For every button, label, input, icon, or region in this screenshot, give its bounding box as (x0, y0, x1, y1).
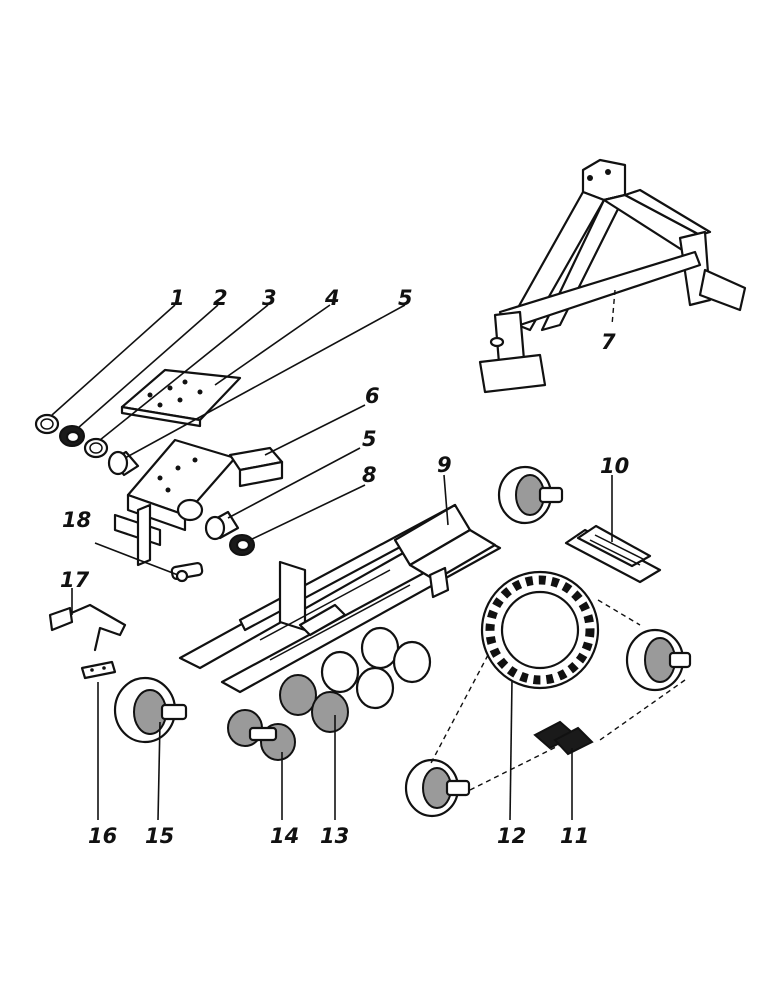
callout-6: 6 (365, 384, 380, 408)
assembly-line (597, 599, 641, 626)
callout-9: 9 (437, 453, 452, 477)
assembly-line (599, 679, 686, 741)
callout-labels: 1 2 3 4 5 6 7 5 8 9 10 18 17 16 15 14 13… (60, 286, 629, 848)
callout-12: 12 (497, 824, 526, 848)
callout-18: 18 (62, 508, 91, 532)
a-frame-hitch (478, 158, 747, 394)
ring-8 (229, 534, 255, 556)
pivot-bracket (113, 438, 284, 567)
callout-7: 7 (601, 330, 616, 354)
leader-lines (51, 304, 613, 821)
callout-16: 16 (88, 824, 117, 848)
idler-upper (497, 465, 564, 525)
track-roller-large (113, 676, 188, 744)
callout-5-lower: 5 (362, 427, 377, 451)
callout-13: 13 (320, 824, 349, 848)
track-roller-14 (227, 709, 296, 761)
track-roller-13 (279, 626, 432, 733)
callout-11: 11 (560, 824, 589, 848)
callout-17: 17 (60, 568, 90, 592)
roller-lower (404, 758, 471, 818)
ring-1 (34, 413, 60, 435)
callout-10: 10 (600, 454, 629, 478)
track-shoe (564, 524, 662, 584)
chain-link (533, 720, 594, 756)
mounting-plate (120, 368, 242, 428)
assembly-line (469, 744, 561, 791)
bushing-upper (107, 450, 140, 477)
assembly-line (429, 654, 489, 766)
ring-3 (83, 437, 109, 459)
callout-2: 2 (213, 286, 228, 310)
callout-1: 1 (170, 286, 185, 310)
callout-15: 15 (145, 824, 174, 848)
callout-14: 14 (270, 824, 299, 848)
sprocket (480, 570, 600, 690)
small-plate (80, 660, 117, 680)
callout-3: 3 (262, 286, 277, 310)
callout-5-upper: 5 (398, 286, 413, 310)
bushing-lower (204, 510, 240, 541)
callout-8: 8 (362, 463, 377, 487)
track-frame (178, 503, 502, 694)
bracket-17 (48, 603, 127, 652)
grease-fitting (170, 562, 204, 583)
callout-4: 4 (324, 286, 340, 310)
ring-2 (59, 425, 85, 447)
idler-right (625, 628, 692, 692)
